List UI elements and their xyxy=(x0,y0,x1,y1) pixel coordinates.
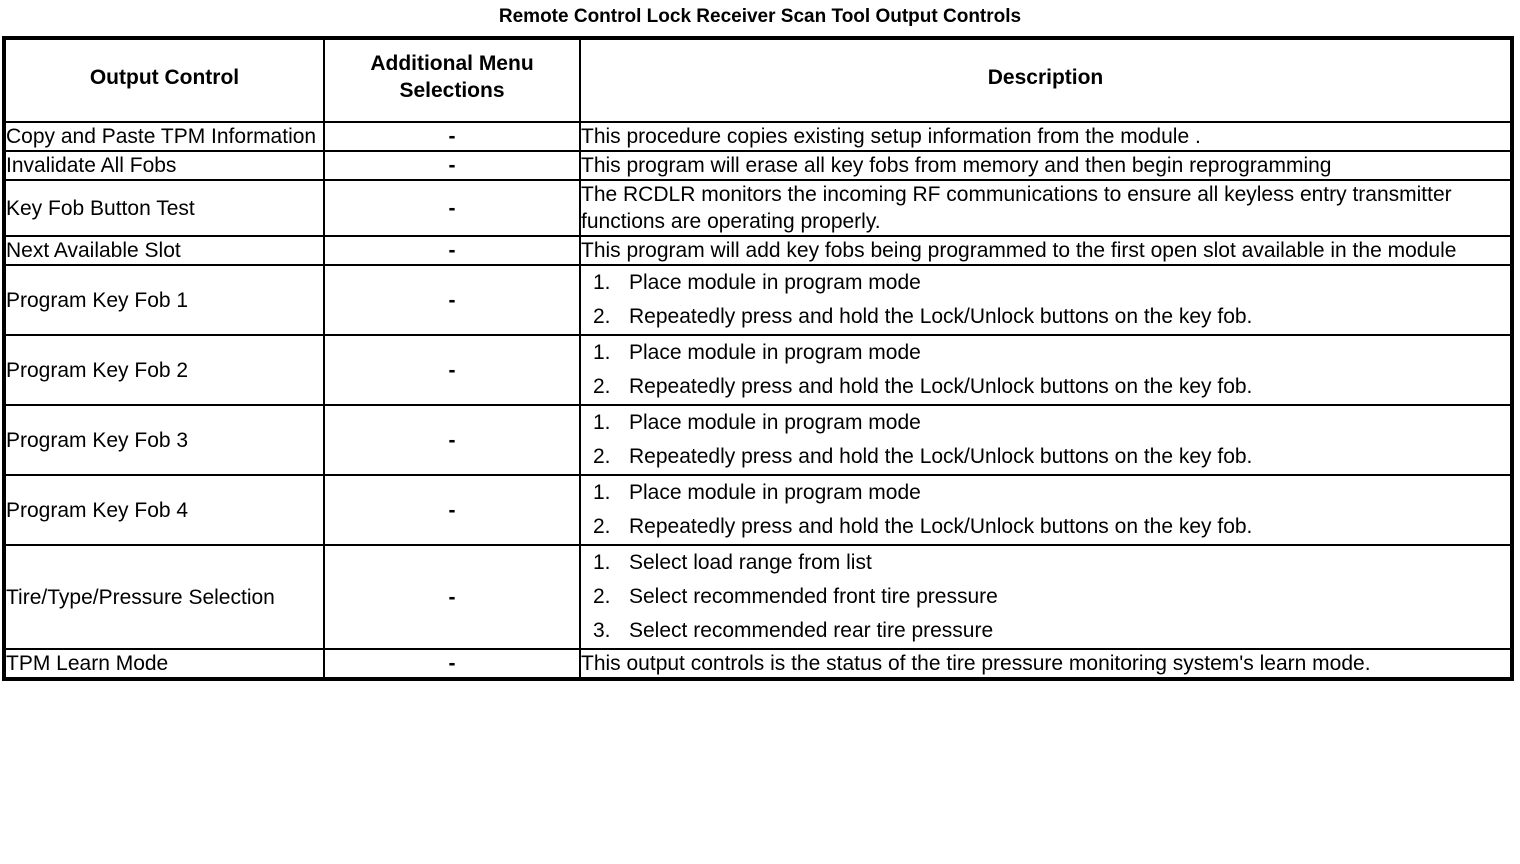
cell-additional-menu: - xyxy=(323,404,581,476)
step-number: 2. xyxy=(593,305,611,328)
cell-description: The RCDLR monitors the incoming RF commu… xyxy=(579,179,1513,237)
cell-output-control: Copy and Paste TPM Information xyxy=(3,121,325,152)
step-text: Repeatedly press and hold the Lock/Unloc… xyxy=(629,515,1253,538)
table-row: Program Key Fob 1-1. Place module in prog… xyxy=(3,264,1513,336)
cell-additional-menu: - xyxy=(323,235,581,266)
description-step-list: 1. Select load range from list 2. Select re… xyxy=(581,546,1510,648)
description-step-item: 1. Place module in program mode xyxy=(581,266,1510,300)
table-row: Invalidate All Fobs-This program will er… xyxy=(3,150,1513,181)
description-text: This program will erase all key fobs fro… xyxy=(581,154,1332,177)
cell-output-control: Program Key Fob 2 xyxy=(3,334,325,406)
cell-additional-menu: - xyxy=(323,121,581,152)
table-row: TPM Learn Mode-This output controls is t… xyxy=(3,648,1513,680)
cell-additional-menu: - xyxy=(323,264,581,336)
description-step-list: 1. Place module in program mode 2. Repeated… xyxy=(581,266,1510,334)
cell-output-control: Program Key Fob 3 xyxy=(3,404,325,476)
cell-description: 1. Place module in program mode 2. Repeated… xyxy=(579,404,1513,476)
description-step-item: 2. Repeatedly press and hold the Lock/Unl… xyxy=(581,370,1510,404)
description-step-item: 1. Place module in program mode xyxy=(581,336,1510,370)
description-text: The RCDLR monitors the incoming RF commu… xyxy=(581,183,1452,233)
step-number: 2. xyxy=(593,445,611,468)
description-text: This procedure copies existing setup inf… xyxy=(581,125,1201,148)
step-number: 1. xyxy=(593,551,611,574)
table-row: Copy and Paste TPM Information-This proc… xyxy=(3,121,1513,152)
cell-additional-menu: - xyxy=(323,334,581,406)
step-number: 3. xyxy=(593,619,611,642)
description-step-item: 2. Repeatedly press and hold the Lock/Unl… xyxy=(581,300,1510,334)
cell-description: This program will erase all key fobs fro… xyxy=(579,150,1513,181)
step-text: Select load range from list xyxy=(629,551,872,574)
table-body: Copy and Paste TPM Information-This proc… xyxy=(3,121,1513,680)
table-header: Output Control Additional Menu Selection… xyxy=(3,37,1513,123)
step-text: Select recommended rear tire pressure xyxy=(629,619,994,642)
output-controls-table: Output Control Additional Menu Selection… xyxy=(2,36,1514,681)
cell-description: 1. Place module in program mode 2. Repeated… xyxy=(579,264,1513,336)
cell-description: This procedure copies existing setup inf… xyxy=(579,121,1513,152)
description-step-item: 3. Select recommended rear tire pressure xyxy=(581,614,1510,648)
description-step-item: 1. Place module in program mode xyxy=(581,406,1510,440)
step-number: 1. xyxy=(593,411,611,434)
cell-additional-menu: - xyxy=(323,150,581,181)
cell-additional-menu: - xyxy=(323,648,581,680)
description-step-list: 1. Place module in program mode 2. Repeated… xyxy=(581,406,1510,474)
step-number: 2. xyxy=(593,515,611,538)
step-number: 1. xyxy=(593,271,611,294)
cell-description: This output controls is the status of th… xyxy=(579,648,1513,680)
table-row: Key Fob Button Test-The RCDLR monitors t… xyxy=(3,179,1513,237)
cell-additional-menu: - xyxy=(323,179,581,237)
description-step-item: 1. Place module in program mode xyxy=(581,476,1510,510)
step-number: 2. xyxy=(593,375,611,398)
cell-output-control: Invalidate All Fobs xyxy=(3,150,325,181)
step-number: 1. xyxy=(593,341,611,364)
table-row: Program Key Fob 2-1. Place module in prog… xyxy=(3,334,1513,406)
cell-additional-menu: - xyxy=(323,474,581,546)
description-step-item: 1. Select load range from list xyxy=(581,546,1510,580)
cell-output-control: Next Available Slot xyxy=(3,235,325,266)
cell-output-control: Tire/Type/Pressure Selection xyxy=(3,544,325,650)
cell-description: This program will add key fobs being pro… xyxy=(579,235,1513,266)
description-step-list: 1. Place module in program mode 2. Repeated… xyxy=(581,476,1510,544)
table-row: Next Available Slot-This program will ad… xyxy=(3,235,1513,266)
cell-output-control: Key Fob Button Test xyxy=(3,179,325,237)
column-header-additional-menu-selections: Additional Menu Selections xyxy=(323,37,581,123)
step-text: Repeatedly press and hold the Lock/Unloc… xyxy=(629,445,1253,468)
description-text: This program will add key fobs being pro… xyxy=(581,239,1457,262)
description-step-item: 2. Repeatedly press and hold the Lock/Unl… xyxy=(581,440,1510,474)
column-header-description: Description xyxy=(579,37,1513,123)
step-text: Place module in program mode xyxy=(629,271,921,294)
cell-output-control: TPM Learn Mode xyxy=(3,648,325,680)
step-number: 2. xyxy=(593,585,611,608)
cell-description: 1. Place module in program mode 2. Repeated… xyxy=(579,334,1513,406)
table-row: Program Key Fob 3-1. Place module in prog… xyxy=(3,404,1513,476)
cell-output-control: Program Key Fob 4 xyxy=(3,474,325,546)
description-text: This output controls is the status of th… xyxy=(581,652,1371,675)
cell-description: 1. Select load range from list 2. Select re… xyxy=(579,544,1513,650)
step-text: Place module in program mode xyxy=(629,481,921,504)
description-step-item: 2. Repeatedly press and hold the Lock/Unl… xyxy=(581,510,1510,544)
table-header-row: Output Control Additional Menu Selection… xyxy=(3,37,1513,123)
page-title: Remote Control Lock Receiver Scan Tool O… xyxy=(498,6,1022,27)
description-step-item: 2. Select recommended front tire pressure xyxy=(581,580,1510,614)
table-row: Program Key Fob 4-1. Place module in prog… xyxy=(3,474,1513,546)
column-header-output-control: Output Control xyxy=(3,37,325,123)
step-text: Place module in program mode xyxy=(629,341,921,364)
step-text: Place module in program mode xyxy=(629,411,921,434)
step-text: Repeatedly press and hold the Lock/Unloc… xyxy=(629,305,1253,328)
cell-additional-menu: - xyxy=(323,544,581,650)
table-row: Tire/Type/Pressure Selection-1. Select lo… xyxy=(3,544,1513,650)
cell-description: 1. Place module in program mode 2. Repeated… xyxy=(579,474,1513,546)
step-text: Repeatedly press and hold the Lock/Unloc… xyxy=(629,375,1253,398)
description-step-list: 1. Place module in program mode 2. Repeated… xyxy=(581,336,1510,404)
cell-output-control: Program Key Fob 1 xyxy=(3,264,325,336)
step-text: Select recommended front tire pressure xyxy=(629,585,998,608)
step-number: 1. xyxy=(593,481,611,504)
